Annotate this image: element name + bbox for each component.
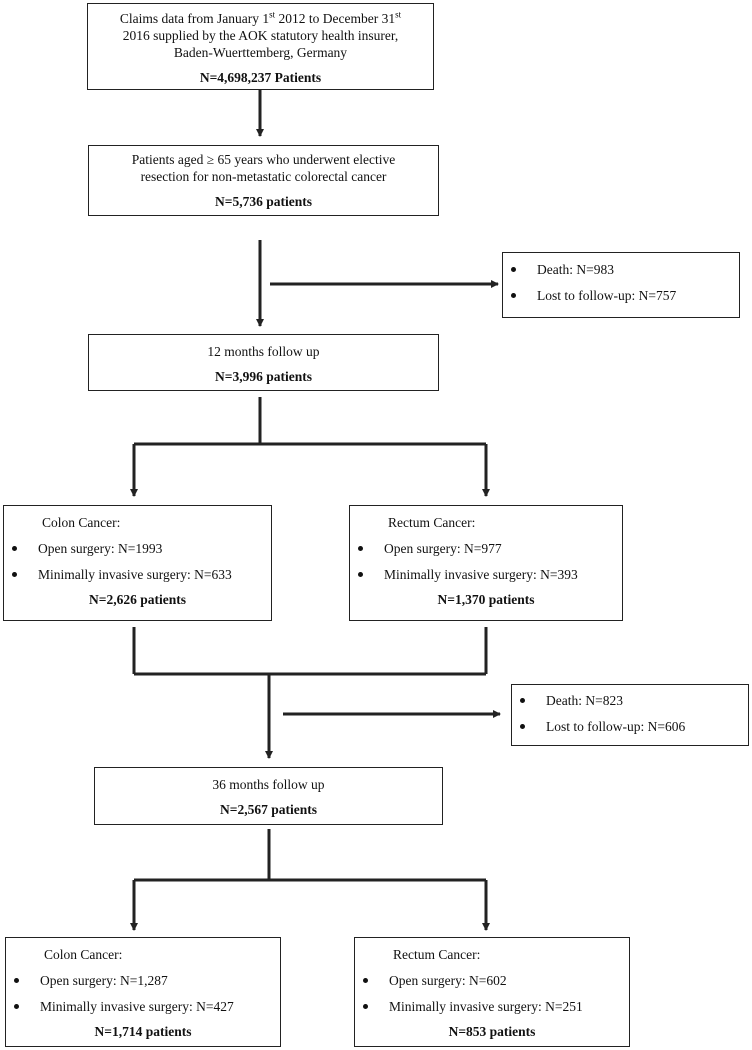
- claims-count: N=4,698,237 Patients: [199, 70, 322, 85]
- rectum-36m-item: Open surgery: N=602: [355, 972, 629, 989]
- eligible-line-1: Patients aged ≥ 65 years who underwent e…: [131, 152, 396, 167]
- exclusion-36m-item: Lost to follow-up: N=606: [512, 718, 748, 735]
- colon-36m-title: Colon Cancer:: [44, 947, 123, 962]
- colon-36m-item: Minimally invasive surgery: N=427: [6, 998, 280, 1015]
- rectum-cancer-12m-box: Rectum Cancer: Open surgery: N=977 Minim…: [349, 505, 623, 621]
- rectum-36m-count: N=853 patients: [448, 1024, 536, 1039]
- rectum-12m-count: N=1,370 patients: [437, 592, 535, 607]
- eligible-count: N=5,736 patients: [215, 194, 312, 209]
- rectum-12m-item: Open surgery: N=977: [350, 540, 622, 557]
- rectum-36m-title: Rectum Cancer:: [393, 947, 481, 962]
- claims-line-3: Baden-Wuerttemberg, Germany: [173, 45, 348, 60]
- exclusion-12m-item: Death: N=983: [503, 261, 739, 278]
- rectum-12m-title: Rectum Cancer:: [388, 515, 476, 530]
- exclusion-box-12m: Death: N=983 Lost to follow-up: N=757: [502, 252, 740, 318]
- colon-cancer-12m-box: Colon Cancer: Open surgery: N=1993 Minim…: [3, 505, 272, 621]
- exclusion-box-36m: Death: N=823 Lost to follow-up: N=606: [511, 684, 749, 746]
- followup-12m-title: 12 months follow up: [207, 344, 320, 359]
- colon-36m-count: N=1,714 patients: [94, 1024, 192, 1039]
- claims-data-box: Claims data from January 1st 2012 to Dec…: [87, 3, 434, 90]
- colon-36m-item: Open surgery: N=1,287: [6, 972, 280, 989]
- colon-12m-count: N=2,626 patients: [89, 592, 186, 607]
- rectum-36m-item: Minimally invasive surgery: N=251: [355, 998, 629, 1015]
- followup-12m-box: 12 months follow up N=3,996 patients: [88, 334, 439, 391]
- claims-line-2: 2016 supplied by the AOK statutory healt…: [122, 28, 399, 43]
- eligible-line-2: resection for non-metastatic colorectal …: [140, 169, 387, 184]
- colon-12m-item: Open surgery: N=1993: [4, 540, 271, 557]
- claims-line-1: Claims data from January 1st 2012 to Dec…: [119, 9, 402, 26]
- colon-12m-item: Minimally invasive surgery: N=633: [4, 566, 271, 583]
- eligible-patients-box: Patients aged ≥ 65 years who underwent e…: [88, 145, 439, 216]
- rectum-12m-item: Minimally invasive surgery: N=393: [350, 566, 622, 583]
- exclusion-12m-item: Lost to follow-up: N=757: [503, 287, 739, 304]
- followup-12m-count: N=3,996 patients: [215, 369, 312, 384]
- rectum-cancer-36m-box: Rectum Cancer: Open surgery: N=602 Minim…: [354, 937, 630, 1047]
- colon-12m-title: Colon Cancer:: [42, 515, 121, 530]
- exclusion-36m-item: Death: N=823: [512, 692, 748, 709]
- followup-36m-box: 36 months follow up N=2,567 patients: [94, 767, 443, 825]
- followup-36m-title: 36 months follow up: [212, 777, 325, 792]
- colon-cancer-36m-box: Colon Cancer: Open surgery: N=1,287 Mini…: [5, 937, 281, 1047]
- followup-36m-count: N=2,567 patients: [220, 802, 317, 817]
